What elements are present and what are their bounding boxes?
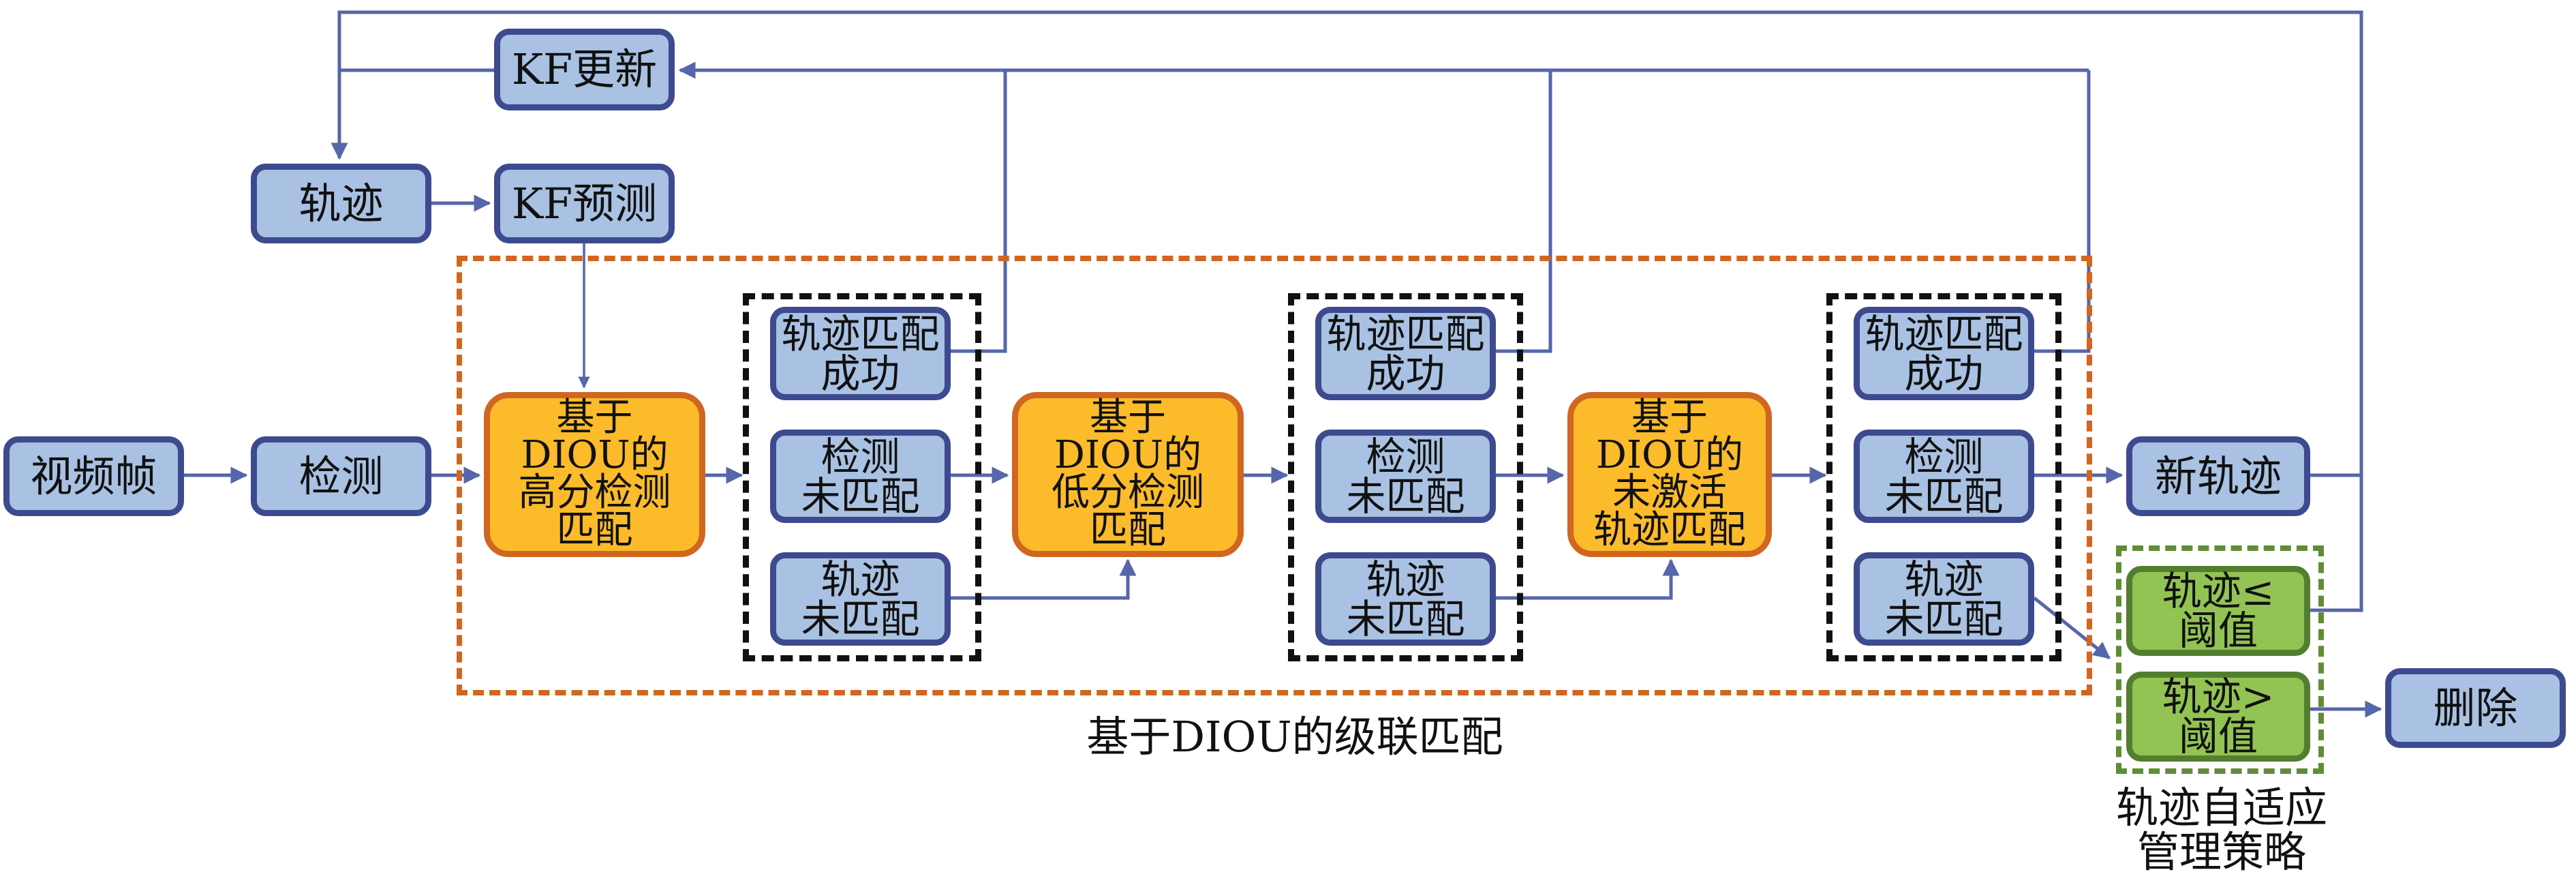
inactive-track-match-node: 基于 DIOU的 未激活 轨迹匹配 [1567,392,1772,557]
stage3-track-matched-node: 轨迹匹配 成功 [1854,307,2034,400]
track-le-threshold-node: 轨迹≤ 阈值 [2126,566,2310,656]
track-gt-threshold-node: 轨迹> 阈值 [2126,672,2310,762]
stage2-det-unmatched-node: 检测 未匹配 [1315,430,1496,523]
stage2-track-matched-node: 轨迹匹配 成功 [1315,307,1496,400]
video-frame-node: 视频帧 [3,436,184,516]
adaptive-management-group [2116,545,2324,774]
stage1-result-group [743,293,981,661]
new-track-node: 新轨迹 [2126,436,2310,516]
stage2-track-unmatched-node: 轨迹 未匹配 [1315,552,1496,646]
detection-node: 检测 [251,436,431,516]
stage1-det-unmatched-node: 检测 未匹配 [770,430,951,523]
stage3-track-to-threshold-arrow [2033,597,2111,659]
cascade-matching-group [457,256,2092,695]
stage2-track-to-match3-arrow [1496,558,1680,600]
adaptive-management-label: 轨迹自适应 管理策略 [2115,783,2327,877]
kf-predict-node: KF预测 [494,164,675,243]
stage3-result-group [1826,293,2061,661]
stage1-track-unmatched-node: 轨迹 未匹配 [770,552,951,646]
kf-update-node: KF更新 [494,29,675,110]
delete-node: 删除 [2385,668,2566,748]
stage1-track-matched-node: 轨迹匹配 成功 [770,307,951,400]
stage3-det-unmatched-node: 检测 未匹配 [1854,430,2034,523]
feedback-to-track-line [331,10,2363,477]
stage2-matched-line [1496,70,1552,353]
stage3-track-unmatched-node: 轨迹 未匹配 [1854,552,2034,646]
stage2-result-group [1288,293,1523,661]
threshold-le-feedback-line [2310,475,2363,612]
stage1-matched-line [951,70,1007,353]
low-score-match-node: 基于 DIOU的 低分检测 匹配 [1012,392,1244,557]
stage1-track-to-match2-arrow [951,558,1137,600]
cascade-matching-label: 基于DIOU的级联匹配 [1086,712,1503,762]
track-node: 轨迹 [251,164,431,243]
high-score-match-node: 基于 DIOU的 高分检测 匹配 [484,392,705,557]
